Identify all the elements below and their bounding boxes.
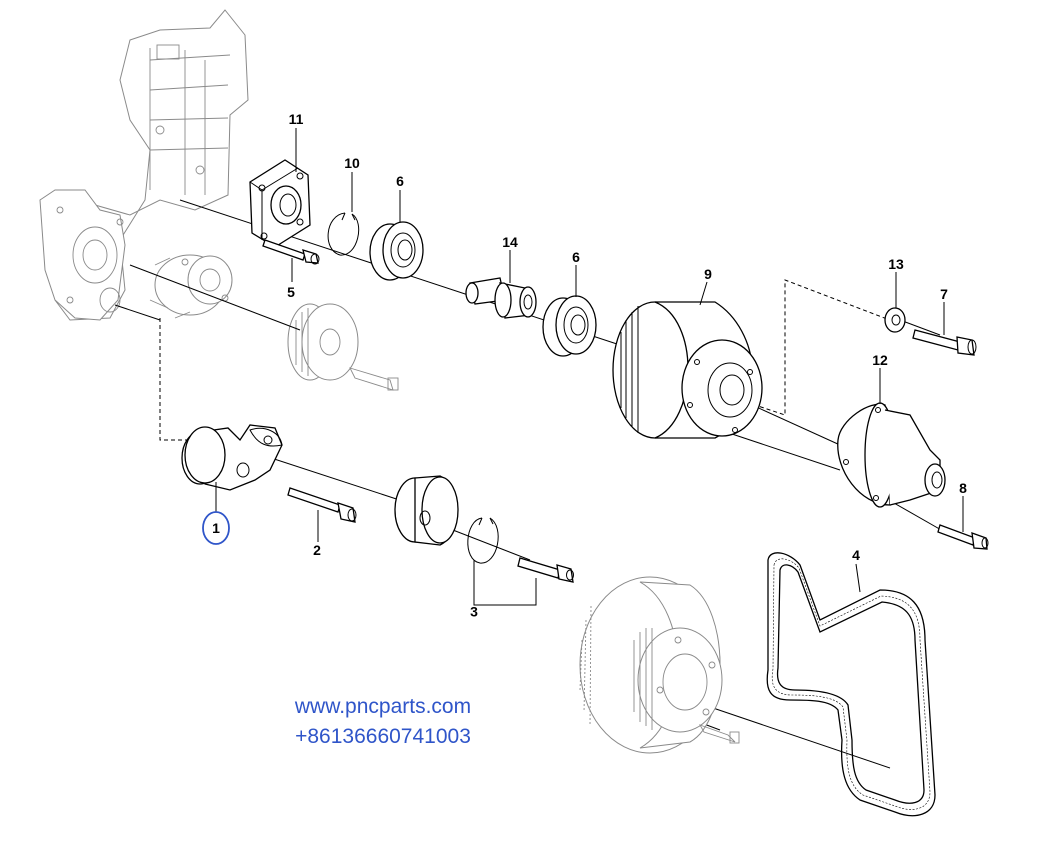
- callout-4: 4: [852, 547, 860, 563]
- leader-9: [699, 281, 708, 306]
- callout-2: 2: [313, 542, 321, 558]
- watermark-url: www.pncparts.com: [294, 695, 472, 718]
- bearing-part-6-upper: [369, 221, 424, 281]
- hub-part-12: [837, 402, 946, 508]
- leader-3-bracket: [473, 560, 537, 606]
- callout-7: 7: [940, 286, 948, 302]
- bolt-part-8: [937, 524, 989, 550]
- belt-tensioner-part-1: [181, 424, 283, 491]
- bearing-housing-flange-part: [249, 159, 311, 248]
- callout-1[interactable]: 1: [212, 520, 220, 536]
- idler-axis-line: [439, 524, 531, 561]
- callout-12: 12: [872, 352, 888, 368]
- pump-axis-line: [129, 264, 301, 331]
- bolt-part-7: [912, 329, 977, 356]
- callout-14: 14: [502, 234, 518, 250]
- washer-part-13: [884, 307, 906, 333]
- bearing-part-6-lower: [542, 295, 597, 357]
- damper-pulley-part-9: [612, 301, 763, 439]
- callout-10: 10: [344, 155, 360, 171]
- callout-8: 8: [959, 480, 967, 496]
- callout-6-lower: 6: [572, 249, 580, 265]
- circlip-part-10: [327, 212, 360, 256]
- callout-6-upper: 6: [396, 173, 404, 189]
- bolt-part-3: [517, 557, 574, 583]
- shaft-sleeve-part-14: [465, 277, 537, 319]
- bolt-part-2: [287, 487, 357, 523]
- callout-3: 3: [470, 603, 478, 619]
- engine-housing-ghost: [39, 9, 249, 321]
- bolt-part-5: [262, 239, 320, 265]
- callout-5: 5: [287, 284, 295, 300]
- callout-9: 9: [704, 266, 712, 282]
- crankshaft-pulley-ghost: [579, 576, 740, 754]
- water-pump-ghost: [149, 254, 233, 319]
- tensioner-mount-axis: [114, 304, 161, 321]
- vibration-damper-dashed-link: [739, 279, 896, 416]
- idler-pulley-ghost: [287, 303, 399, 391]
- callout-13: 13: [888, 256, 904, 272]
- callout-11: 11: [289, 111, 304, 127]
- tensioner-dashed-link: [159, 318, 190, 441]
- watermark-phone: +86136660741003: [295, 725, 471, 748]
- leader-4: [855, 563, 861, 593]
- circlip-part-3: [467, 517, 499, 564]
- highlight-ring: [202, 511, 230, 545]
- idler-pulley-part-3: [394, 475, 459, 546]
- washer-bolt-axis: [899, 319, 941, 336]
- main-axis-line-lower: [719, 429, 841, 471]
- poly-v-belt-part-4: [766, 552, 936, 817]
